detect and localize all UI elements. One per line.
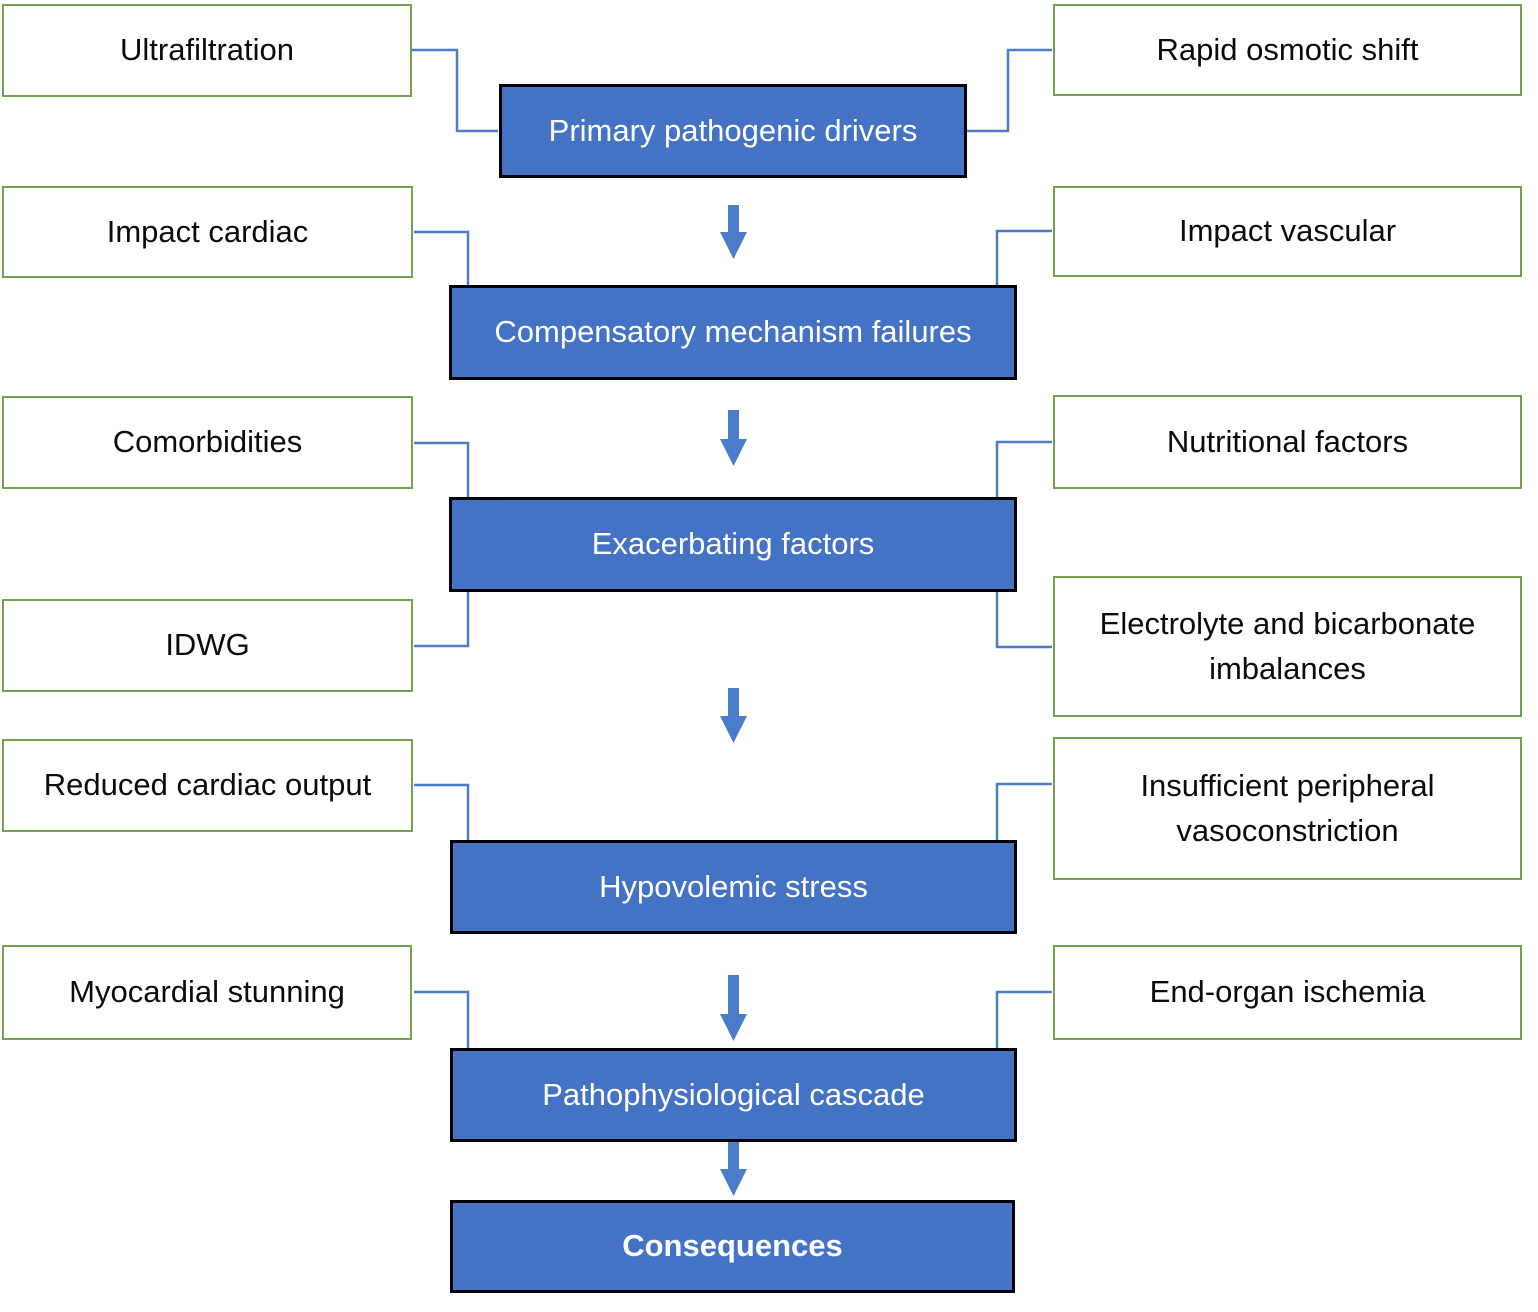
connector-line-left-2	[414, 230, 470, 287]
factor-box-electrolyte-bicarbonate-imbalances: Electrolyte and bicarbonate imbalances	[1053, 576, 1522, 717]
connector-line-left-6	[414, 990, 470, 1050]
stage-box-compensatory-mechanism-failures: Compensatory mechanism failures	[449, 285, 1017, 380]
stage-box-exacerbating-factors: Exacerbating factors	[449, 497, 1017, 592]
down-arrow-icon-4	[720, 975, 747, 1041]
stage-box-primary-pathogenic-drivers: Primary pathogenic drivers	[499, 84, 967, 178]
connector-line-right-4	[995, 590, 1052, 649]
connector-line-left-4	[414, 590, 470, 648]
connector-line-left-1	[412, 48, 498, 133]
factor-box-rapid-osmotic-shift: Rapid osmotic shift	[1053, 4, 1522, 96]
factor-box-impact-cardiac: Impact cardiac	[2, 186, 413, 278]
factor-box-insufficient-peripheral-vasoconstriction: Insufficient peripheral vasoconstriction	[1053, 737, 1522, 880]
connector-line-right-3	[995, 440, 1052, 499]
factor-box-idwg: IDWG	[2, 599, 413, 692]
factor-box-reduced-cardiac-output: Reduced cardiac output	[2, 739, 413, 832]
factor-box-comorbidities: Comorbidities	[2, 396, 413, 489]
stage-box-consequences: Consequences	[450, 1200, 1015, 1293]
stage-box-pathophysiological-cascade: Pathophysiological cascade	[450, 1048, 1017, 1142]
down-arrow-icon-2	[720, 410, 747, 466]
connector-line-right-1	[967, 48, 1052, 133]
down-arrow-icon-1	[720, 205, 747, 259]
down-arrow-icon-5	[720, 1142, 747, 1196]
factor-box-ultrafiltration: Ultrafiltration	[2, 4, 412, 97]
stage-box-hypovolemic-stress: Hypovolemic stress	[450, 840, 1017, 934]
factor-box-end-organ-ischemia: End-organ ischemia	[1053, 945, 1522, 1040]
factor-box-myocardial-stunning: Myocardial stunning	[2, 945, 412, 1040]
factor-box-nutritional-factors: Nutritional factors	[1053, 395, 1522, 489]
connector-line-right-5	[995, 782, 1052, 842]
down-arrow-icon-3	[720, 688, 747, 743]
factor-box-impact-vascular: Impact vascular	[1053, 186, 1522, 277]
connector-line-left-3	[414, 441, 470, 499]
connector-line-right-6	[995, 990, 1052, 1050]
connector-line-right-2	[995, 229, 1052, 287]
connector-line-left-5	[414, 783, 470, 842]
